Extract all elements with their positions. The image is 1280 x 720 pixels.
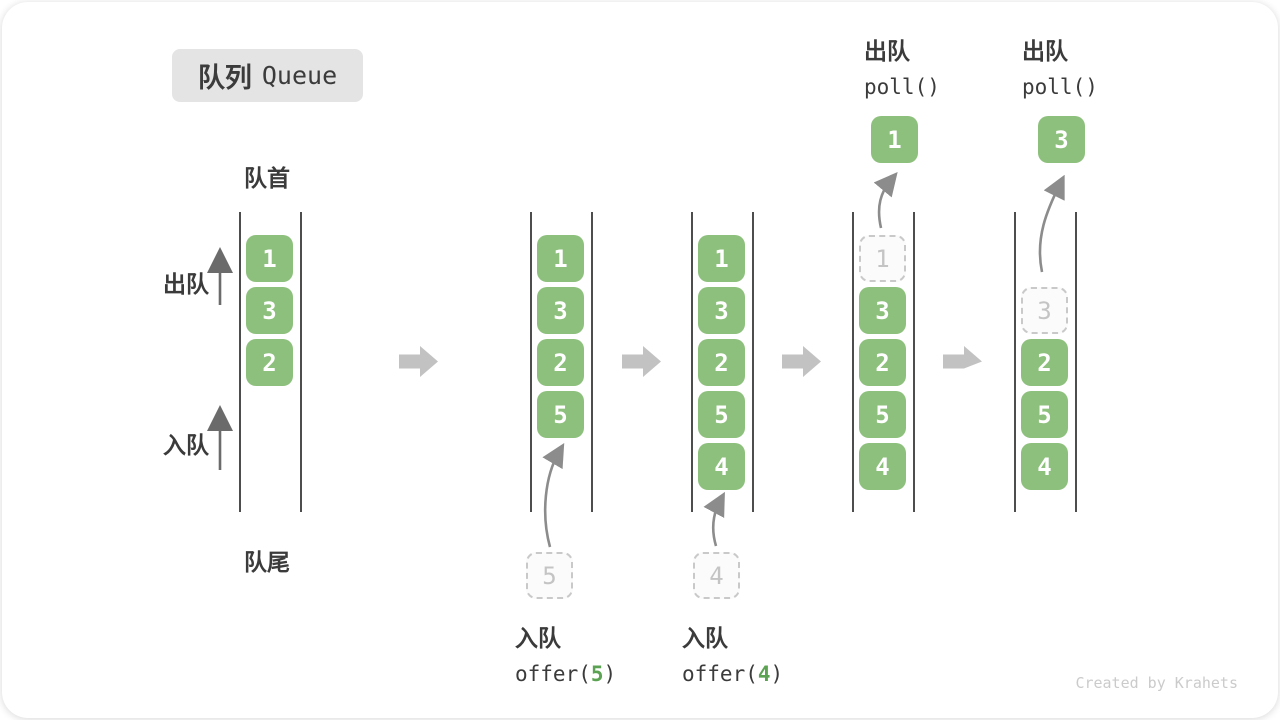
title-en: Queue <box>261 61 338 90</box>
queue-item: 4 <box>859 443 906 490</box>
queue-item: 3 <box>698 287 745 334</box>
queue-item: 2 <box>859 339 906 386</box>
watermark: Created by Krahets <box>1075 674 1238 692</box>
queue-wall-right <box>752 212 754 512</box>
dequeue-caption: 出队 poll() <box>1022 32 1098 99</box>
step-arrow-icon <box>399 346 438 377</box>
step-arrow-icon <box>782 346 821 377</box>
queue-item: 2 <box>246 339 293 386</box>
step-arrow-icon <box>943 346 982 369</box>
insert-arrow-icon <box>703 491 725 547</box>
queue-item: 1 <box>698 235 745 282</box>
queue-front-label: 队首 <box>244 165 290 191</box>
dequeue-action-label: 出队 <box>864 38 910 64</box>
queue-item: 4 <box>1021 443 1068 490</box>
dequeue-code-label: poll() <box>1022 75 1098 99</box>
polled-item: 1 <box>871 116 918 163</box>
enqueue-side-label: 入队 <box>163 432 209 458</box>
enqueue-caption: 入队 offer(4) <box>682 619 783 686</box>
queue-wall-left <box>239 212 241 512</box>
queue-wall-left <box>852 212 854 512</box>
queue-item: 5 <box>859 391 906 438</box>
insert-arrow-icon <box>542 443 565 548</box>
polled-item: 3 <box>1038 116 1085 163</box>
queue-item: 5 <box>1021 391 1068 438</box>
queue-wall-right <box>300 212 302 512</box>
queue-item: 3 <box>859 287 906 334</box>
dequeue-code-label: poll() <box>864 75 940 99</box>
queue-item: 2 <box>537 339 584 386</box>
queue-item: 2 <box>1021 339 1068 386</box>
queue-wall-left <box>1014 212 1016 512</box>
pending-item: 5 <box>526 552 573 599</box>
queue-item: 3 <box>246 287 293 334</box>
queue-item: 3 <box>537 287 584 334</box>
enqueue-code-label: offer(5) <box>515 662 617 686</box>
title-zh: 队列 <box>197 63 252 93</box>
queue-wall-right <box>1075 212 1077 512</box>
queue-wall-right <box>913 212 915 512</box>
queue-wall-right <box>591 212 593 512</box>
queue-wall-left <box>691 212 693 512</box>
enqueue-caption: 入队 offer(5) <box>515 619 616 686</box>
dequeue-caption: 出队 poll() <box>864 32 940 99</box>
removed-item: 3 <box>1021 287 1068 334</box>
enqueue-code-label: offer(4) <box>682 662 784 686</box>
dequeue-action-label: 出队 <box>1022 38 1068 64</box>
queue-rear-label: 队尾 <box>244 549 290 575</box>
queue-item: 1 <box>537 235 584 282</box>
queue-wall-left <box>530 212 532 512</box>
queue-item: 5 <box>537 391 584 438</box>
removed-item: 1 <box>859 235 906 282</box>
queue-item: 1 <box>246 235 293 282</box>
pending-item: 4 <box>693 552 740 599</box>
step-arrow-icon <box>622 346 661 377</box>
queue-item: 4 <box>698 443 745 490</box>
enqueue-action-label: 入队 <box>682 625 728 651</box>
queue-item: 2 <box>698 339 745 386</box>
enqueue-action-label: 入队 <box>515 625 561 651</box>
poll-arrow-icon <box>873 172 898 229</box>
poll-arrow-icon <box>1038 174 1065 273</box>
queue-item: 5 <box>698 391 745 438</box>
title-badge: 队列 Queue <box>172 49 363 102</box>
dequeue-side-label: 出队 <box>163 271 209 297</box>
